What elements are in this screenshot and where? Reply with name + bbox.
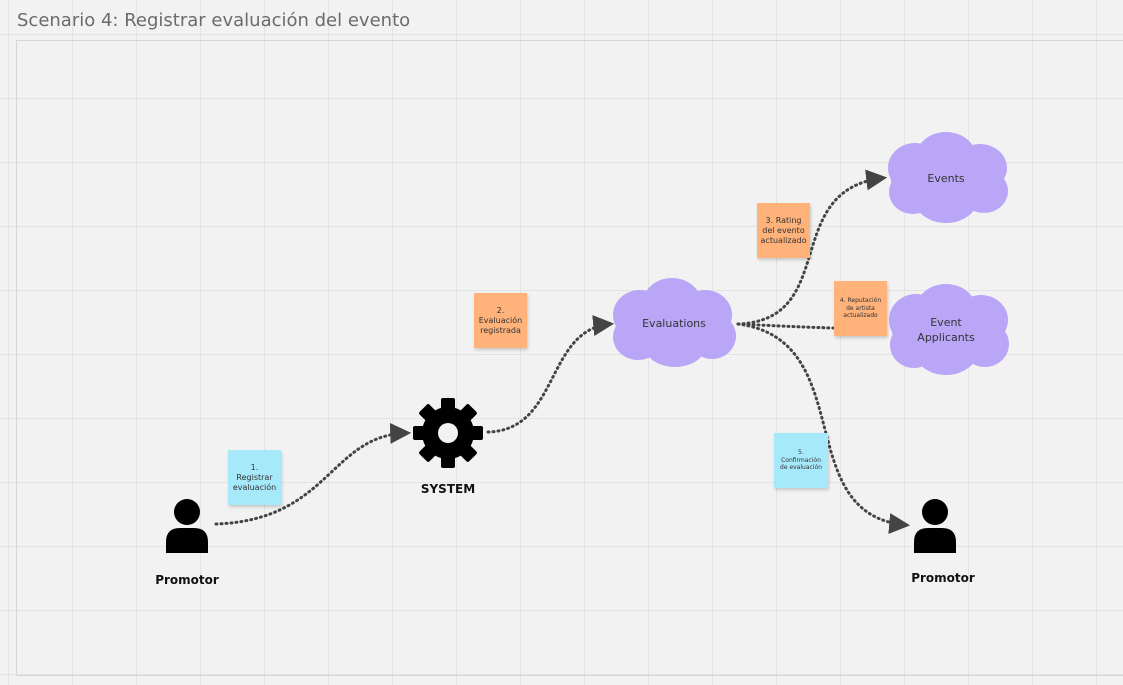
cloud-events-label: Events xyxy=(927,172,965,185)
promotor-label-left: Promotor xyxy=(155,573,219,587)
frame-title: Scenario 4: Registrar evaluación del eve… xyxy=(17,10,411,31)
cloud-event-applicants-label: Event Applicants xyxy=(917,316,975,344)
cloud-events[interactable] xyxy=(888,132,1008,223)
sticky-note-step5[interactable]: 5. Confirmación de evaluación xyxy=(774,433,828,488)
cloud-event-applicants[interactable] xyxy=(889,284,1009,375)
connector-promotor-to-system[interactable] xyxy=(214,422,412,526)
person-icon[interactable] xyxy=(166,499,208,553)
system-label: SYSTEM xyxy=(420,482,476,496)
connector-evaluations-to-applicants[interactable] xyxy=(736,322,835,330)
cloud-evaluations-label: Evaluations xyxy=(642,317,706,330)
sticky-note-step1[interactable]: 1. Registrar evaluación xyxy=(228,450,281,505)
sticky-note-step4[interactable]: 4. Reputación de artista actualizado xyxy=(834,281,887,336)
sticky-note-step3[interactable]: 3. Rating del evento actualizado xyxy=(757,203,810,258)
board-frame[interactable] xyxy=(16,40,1123,676)
connector-evaluations-to-events[interactable] xyxy=(736,169,888,326)
promotor-label-right: Promotor xyxy=(911,571,975,585)
connector-evaluations-to-promotor[interactable] xyxy=(736,322,911,534)
connector-system-to-evaluations[interactable] xyxy=(486,315,615,434)
gear-icon[interactable] xyxy=(413,398,483,468)
cloud-evaluations[interactable] xyxy=(613,278,736,367)
sticky-note-step2[interactable]: 2. Evaluación registrada xyxy=(474,293,527,348)
person-icon[interactable] xyxy=(914,499,956,553)
